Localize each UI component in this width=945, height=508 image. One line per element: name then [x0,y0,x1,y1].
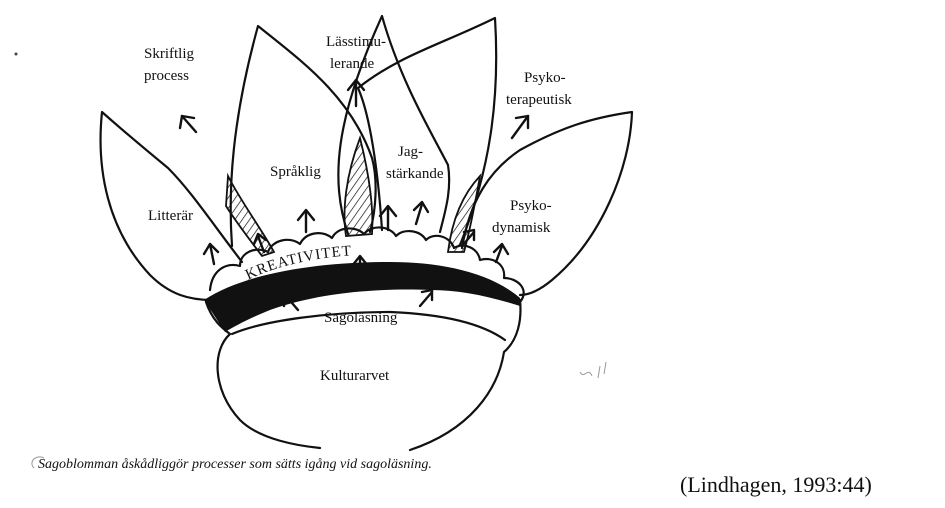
label-psykodynamisk: Psyko- dynamisk [492,198,555,236]
arrow-inner-right [420,290,432,306]
arrow-litterar [204,244,218,264]
label-sagolasning: Sagoläsning [324,310,398,326]
arrow-psykodynamisk2 [494,244,508,262]
label-psykoterapeutisk: Psyko- terapeutisk [506,70,572,108]
petal-litterar [101,112,242,300]
arrow-spraklig [298,210,314,232]
arrow-skriftlig [180,116,196,132]
label-lasstimu: Lässtimu- lerande [326,34,390,72]
hatch-center [345,138,373,236]
label-litterar: Litterär [148,208,193,224]
caption: Sagoblomman åskådliggör processer som sä… [38,457,432,472]
arrow-psykoterapeutisk [512,116,528,138]
label-kulturarvet: Kulturarvet [320,368,390,384]
label-skriftlig: Skriftlig process [144,46,198,84]
arrow-jag2 [414,202,428,224]
hatch-left [226,176,274,256]
hatch-right [448,176,480,252]
stray-scribble [580,362,606,378]
citation: (Lindhagen, 1993:44) [680,472,872,497]
label-spraklig: Språklig [270,164,321,180]
stray-dot [15,53,18,56]
label-jagstarkande: Jag- stärkande [386,144,444,182]
